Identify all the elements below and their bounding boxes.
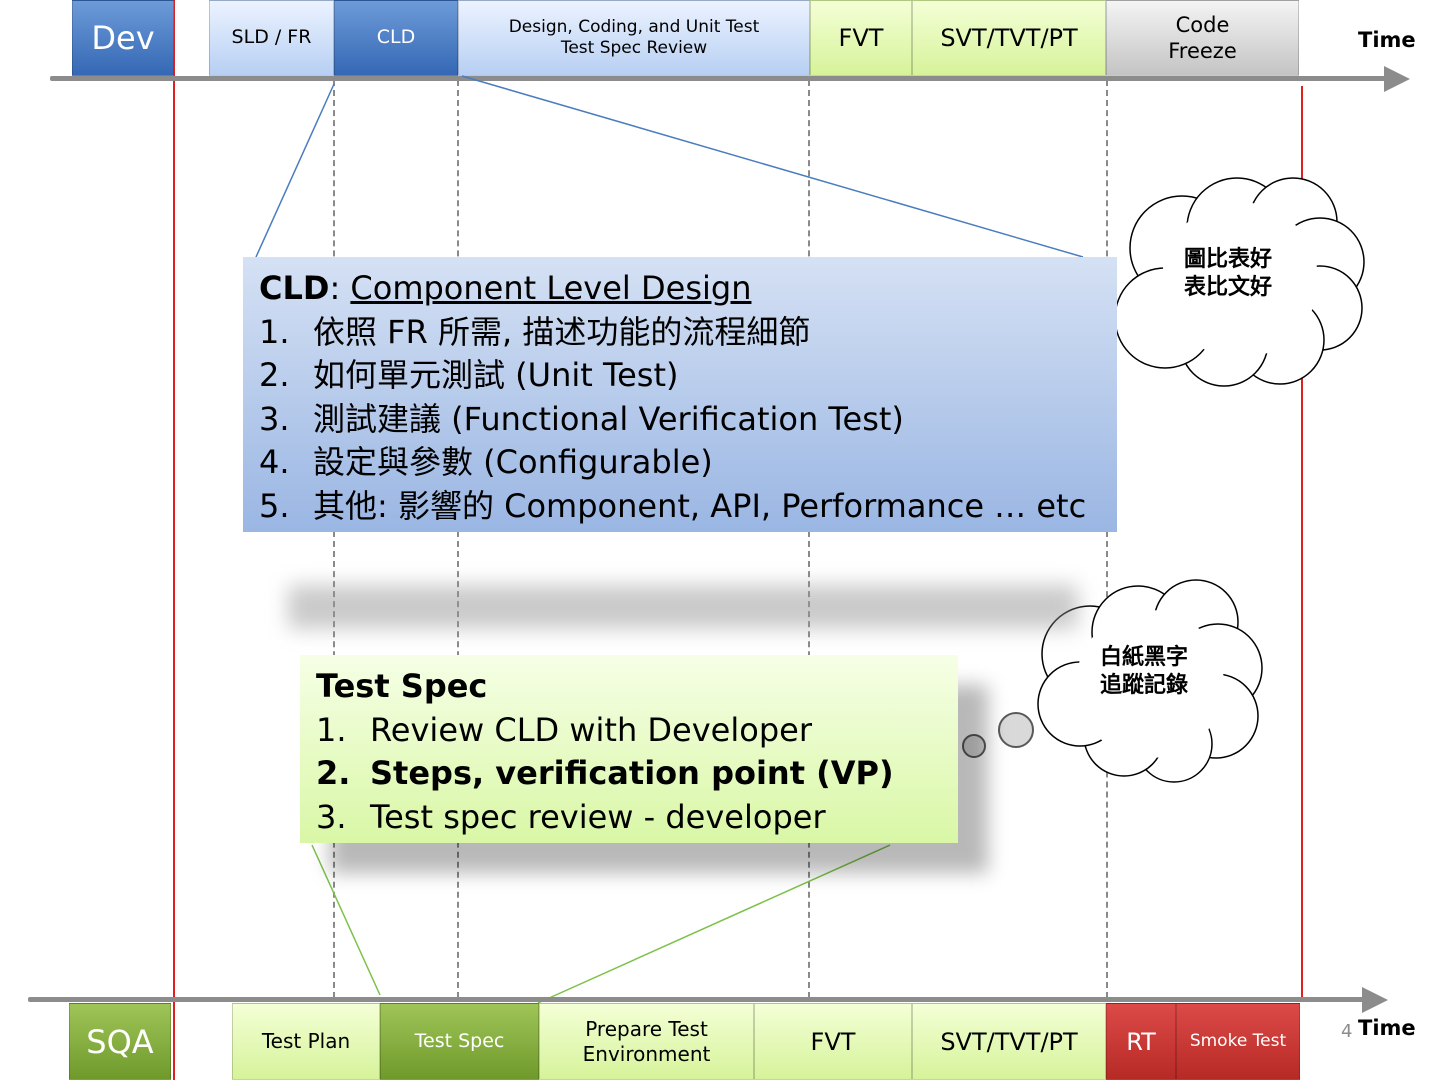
cld-detail-box: CLD: Component Level Design 1. 依照 FR 所需, …: [243, 257, 1117, 532]
dev-phase-design-coding: Design, Coding, and Unit Test Test Spec …: [458, 0, 810, 76]
cld-item: 1. 依照 FR 所需, 描述功能的流程細節: [259, 311, 1101, 355]
cld-heading-abbr: CLD: [259, 269, 330, 307]
cld-item: 3. 測試建議 (Functional Verification Test): [259, 398, 1101, 442]
test-spec-item-number: 3.: [316, 797, 347, 836]
test-spec-item: 3. Test spec review - developer: [316, 796, 942, 840]
cld-item-text: 測試建議 (Functional Verification Test): [313, 399, 904, 438]
cld-item-text: 設定與參數 (Configurable): [313, 443, 713, 481]
dev-axis-arrowhead: [1384, 66, 1410, 92]
sqa-time-label: Time: [1358, 1016, 1416, 1040]
cld-item-number: 1.: [259, 312, 290, 351]
sqa-axis-arrowhead: [1362, 987, 1388, 1013]
spec-zoom-line-right: [537, 844, 891, 1004]
sqa-phase-test-plan: Test Plan: [232, 1003, 380, 1080]
cld-item: 2. 如何單元測試 (Unit Test): [259, 354, 1101, 398]
start-boundary-line: [173, 0, 175, 1080]
page-number: 4: [1341, 1021, 1353, 1042]
sqa-phase-test-spec: Test Spec: [380, 1003, 539, 1080]
sqa-time-axis: [28, 997, 1368, 1002]
sqa-phase-fvt: FVT: [754, 1003, 912, 1080]
cld-item-number: 3.: [259, 399, 290, 438]
cld-heading-title: Component Level Design: [350, 269, 752, 307]
dev-label: Dev: [72, 0, 174, 76]
cld-heading-separator: :: [329, 269, 351, 307]
cld-item-text: 依照 FR 所需, 描述功能的流程細節: [313, 312, 811, 351]
test-spec-heading: Test Spec: [316, 667, 488, 705]
test-spec-item-text: Review CLD with Developer: [370, 710, 812, 749]
cloud-bottom-text: 白紙黑字 追蹤記錄: [1099, 645, 1188, 698]
thought-bubble-medium-2: [962, 734, 986, 758]
dev-phase-svt: SVT/TVT/PT: [912, 0, 1106, 76]
cld-item-text: 其他: 影響的 Component, API, Performance … et…: [313, 486, 1087, 525]
end-boundary-line: [1301, 86, 1303, 1002]
cloud-top-text: 圖比表好 表比文好: [1183, 247, 1272, 300]
cld-item-number: 5.: [259, 486, 290, 525]
cld-zoom-line-left: [255, 83, 335, 258]
dev-time-axis: [50, 76, 1395, 81]
dev-phase-cld: CLD: [334, 0, 458, 76]
cld-item-number: 4.: [259, 443, 290, 481]
test-spec-item-text: Steps, verification point (VP): [370, 754, 894, 792]
guide-line-freeze: [1106, 80, 1108, 998]
thought-bubble-large-2: [998, 712, 1034, 748]
cld-item: 4. 設定與參數 (Configurable): [259, 441, 1101, 485]
guide-line-fvt: [808, 80, 810, 998]
sqa-phase-prepare-env: Prepare Test Environment: [539, 1003, 754, 1080]
test-spec-detail-box: Test Spec 1. Review CLD with Developer 2.…: [300, 655, 958, 843]
cld-heading: CLD: Component Level Design: [259, 267, 1101, 311]
cld-zoom-line-right: [461, 75, 1084, 258]
test-spec-item-text: Test spec review - developer: [370, 797, 826, 836]
sqa-phase-smoke-test: Smoke Test: [1176, 1003, 1300, 1080]
cld-item-text: 如何單元測試 (Unit Test): [313, 356, 679, 394]
sqa-phase-svt: SVT/TVT/PT: [912, 1003, 1106, 1080]
cloud-top-shape: [1114, 177, 1365, 387]
test-spec-item-number: 1.: [316, 710, 347, 749]
cld-item-number: 2.: [259, 356, 290, 394]
test-spec-item: 2. Steps, verification point (VP): [316, 752, 942, 796]
shadow-bar: [288, 585, 1078, 629]
guide-line-design: [457, 80, 459, 998]
dev-phase-code-freeze: Code Freeze: [1106, 0, 1299, 76]
dev-time-label: Time: [1358, 28, 1416, 52]
spec-zoom-line-left: [311, 844, 381, 996]
test-spec-item: 1. Review CLD with Developer: [316, 709, 942, 753]
dev-phase-sld-fr: SLD / FR: [209, 0, 334, 76]
sqa-label: SQA: [69, 1003, 171, 1080]
dev-phase-fvt: FVT: [810, 0, 912, 76]
test-spec-item-number: 2.: [316, 754, 351, 792]
cloud-bottom-shape: [1037, 579, 1263, 783]
cld-item: 5. 其他: 影響的 Component, API, Performance … …: [259, 485, 1101, 529]
guide-line-cld: [333, 80, 335, 998]
sqa-phase-rt: RT: [1106, 1003, 1176, 1080]
